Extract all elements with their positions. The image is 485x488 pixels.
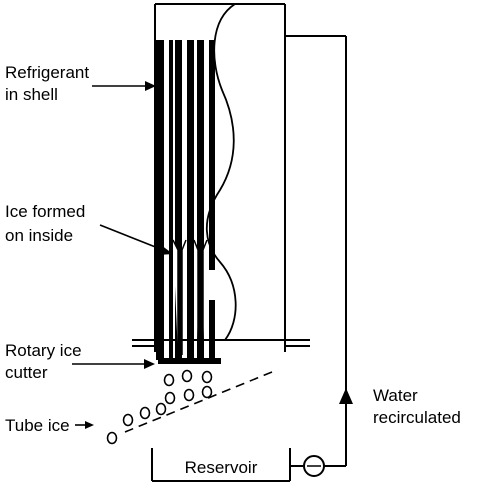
ice-piece bbox=[181, 369, 193, 383]
tube-wall bbox=[209, 300, 215, 360]
tube-wall bbox=[169, 40, 173, 360]
ice-piece bbox=[106, 431, 118, 445]
ice-piece bbox=[183, 388, 195, 402]
reservoir-label: Reservoir bbox=[185, 458, 258, 477]
refrigerant-label-line1: Refrigerant bbox=[5, 63, 89, 82]
cutter-label-line2: cutter bbox=[5, 363, 48, 382]
ice-chute-line bbox=[124, 371, 273, 433]
water-label-line2: recirculated bbox=[373, 408, 461, 427]
cutter-label-line1: Rotary ice bbox=[5, 341, 82, 360]
tube-wall bbox=[187, 40, 194, 360]
ice-piece bbox=[122, 413, 134, 427]
refrigerant-label-line2: in shell bbox=[5, 85, 58, 104]
rotary-ice-cutter bbox=[158, 358, 221, 364]
tube-wall bbox=[197, 40, 204, 360]
tube-wall bbox=[175, 40, 182, 360]
ice-piece bbox=[139, 406, 151, 420]
ice-formed-label-line2: on inside bbox=[5, 226, 73, 245]
ice-piece bbox=[155, 402, 167, 416]
tube-wall bbox=[209, 40, 215, 270]
pump-icon bbox=[290, 455, 325, 477]
ice-piece bbox=[163, 373, 175, 387]
tube-ice-label: Tube ice bbox=[5, 416, 70, 435]
reservoir-tank bbox=[151, 448, 291, 482]
water-label-line1: Water bbox=[373, 386, 418, 405]
evaporator-shell bbox=[154, 3, 286, 341]
ice-piece bbox=[164, 391, 176, 405]
ice-formation bbox=[172, 239, 208, 355]
flow-arrow-icon bbox=[339, 388, 353, 404]
leader-arrows bbox=[72, 81, 173, 429]
recirculation-pipe bbox=[286, 35, 347, 467]
evaporator-tubes bbox=[156, 40, 215, 360]
ice-piece bbox=[201, 385, 213, 399]
ice-formed-label-line1: Ice formed bbox=[5, 202, 85, 221]
ice-pieces bbox=[106, 369, 213, 445]
tube-wall bbox=[156, 40, 164, 360]
ice-piece bbox=[201, 370, 213, 384]
